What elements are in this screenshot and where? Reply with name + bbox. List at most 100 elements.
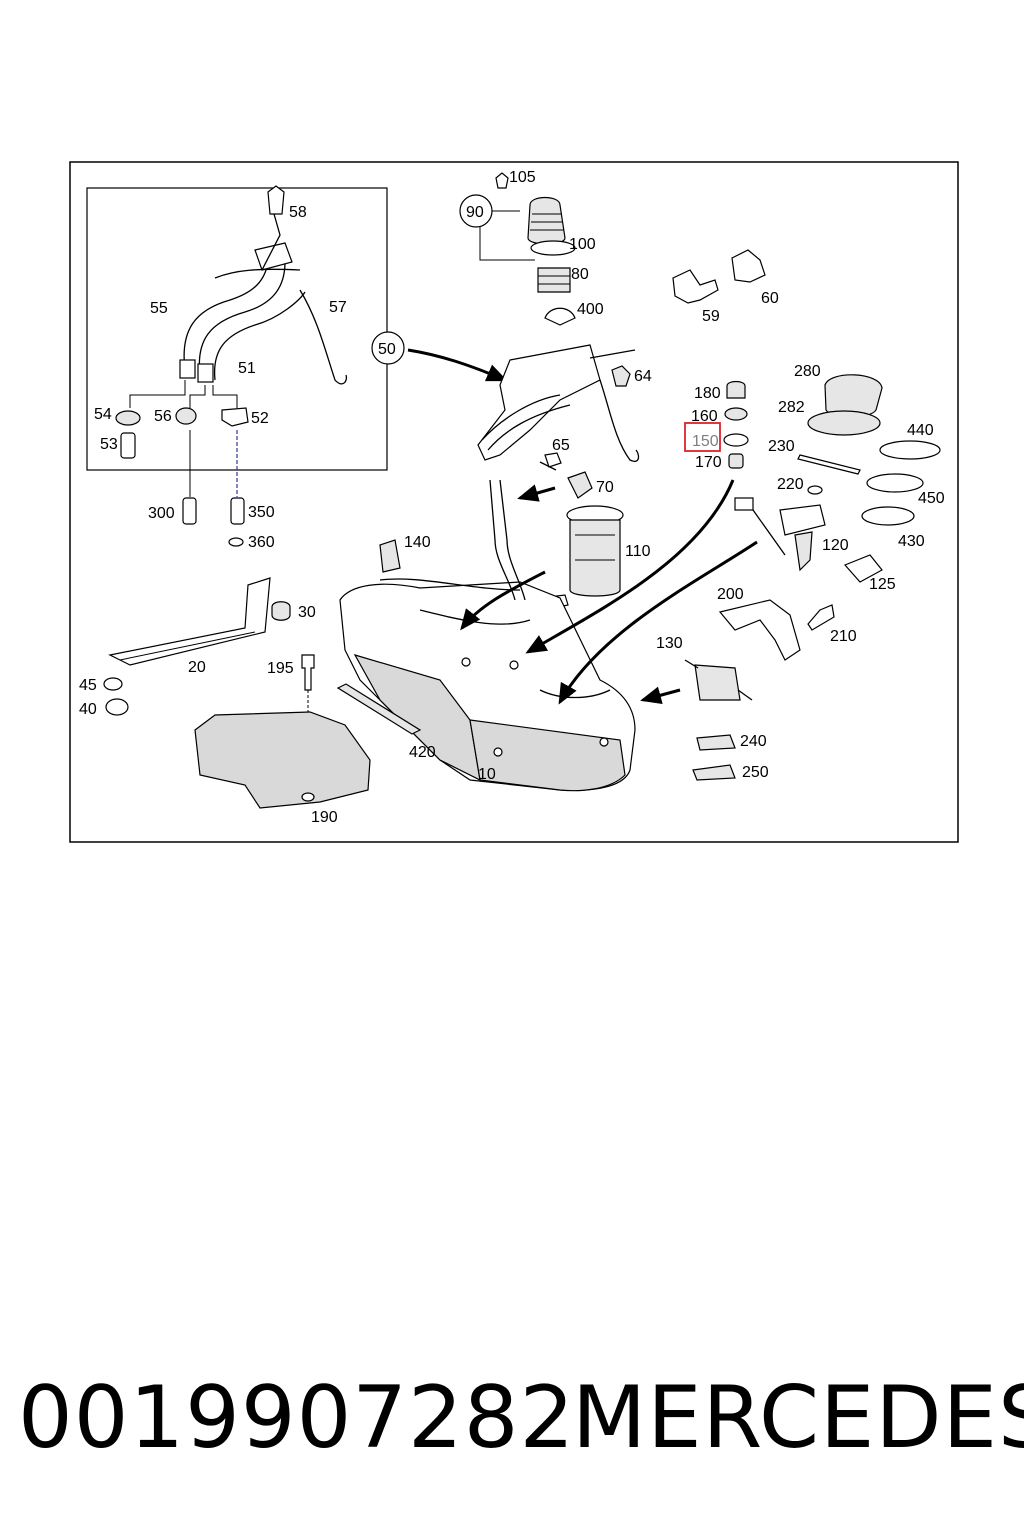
label-130: 130 <box>656 635 683 652</box>
ring-430 <box>861 506 915 526</box>
label-400: 400 <box>577 301 604 318</box>
filler-neck-hoses <box>179 185 348 385</box>
label-195: 195 <box>267 660 294 677</box>
label-64: 64 <box>634 368 652 385</box>
label-80: 80 <box>571 266 589 283</box>
label-10: 10 <box>478 766 496 783</box>
callout-circle-50 <box>371 331 405 365</box>
arrow-170-into-tank <box>525 479 735 654</box>
clamp-52 <box>221 407 249 427</box>
label-440: 440 <box>907 422 934 439</box>
filler-neck-assembly <box>477 344 640 471</box>
clamp-54 <box>115 410 141 426</box>
label-65: 65 <box>552 437 570 454</box>
ring-440 <box>879 440 941 460</box>
sleeve-300 <box>182 497 197 525</box>
inset-frame <box>86 187 388 471</box>
label-110: 110 <box>625 543 651 560</box>
label-190: 190 <box>311 809 338 826</box>
arrow-70 <box>517 484 556 502</box>
sleeve-350 <box>230 497 245 525</box>
label-105: 105 <box>509 169 536 186</box>
label-430: 430 <box>898 533 925 550</box>
label-54: 54 <box>94 406 112 423</box>
label-282: 282 <box>778 399 805 416</box>
label-30: 30 <box>298 604 316 621</box>
label-280: 280 <box>794 363 821 380</box>
strap-20 <box>108 577 271 666</box>
part-labels: 58 55 57 51 50 54 56 52 53 300 350 360 1… <box>79 169 945 826</box>
label-200: 200 <box>717 586 744 603</box>
seal-282 <box>807 410 881 436</box>
inset-small-parts <box>115 380 249 497</box>
label-150-highlighted: 150 <box>692 433 719 450</box>
label-250: 250 <box>742 764 769 781</box>
heat-shield-190 <box>194 711 371 809</box>
filter-130 <box>684 659 753 701</box>
nut-30 <box>271 601 291 621</box>
clip-59 <box>672 269 719 304</box>
callout-arrow-50 <box>407 348 508 382</box>
label-58: 58 <box>289 204 307 221</box>
sensor-125 <box>843 554 883 583</box>
ring-parts <box>797 374 941 526</box>
highlight-box-150 <box>684 422 721 452</box>
label-51: 51 <box>238 360 256 377</box>
label-170: 170 <box>695 454 722 471</box>
bumper-140 <box>379 539 401 573</box>
label-210: 210 <box>830 628 857 645</box>
filler-cap-parts <box>495 172 576 326</box>
label-350: 350 <box>248 504 275 521</box>
brand-text: MERCEDES <box>572 1368 1024 1468</box>
label-360: 360 <box>248 534 275 551</box>
label-160: 160 <box>691 408 718 425</box>
arrow-120-into-tank <box>558 540 758 705</box>
label-57: 57 <box>329 299 347 316</box>
label-120: 120 <box>822 537 849 554</box>
part-number-text: 0019907282 <box>18 1368 576 1468</box>
label-50: 50 <box>378 341 396 358</box>
gasket-230 <box>797 454 861 475</box>
diagram-frame <box>69 161 959 843</box>
label-220: 220 <box>777 476 804 493</box>
arrow-pump-into-tank <box>460 570 546 631</box>
ring-450 <box>866 473 924 493</box>
clip-240 <box>696 734 736 751</box>
exploded-parts-diagram: 58 55 57 51 50 54 56 52 53 300 350 360 1… <box>69 161 959 843</box>
label-300: 300 <box>148 505 175 522</box>
label-60: 60 <box>761 290 779 307</box>
sender-unit-120 <box>734 485 883 583</box>
bolt-210 <box>807 604 835 631</box>
clip-60 <box>731 249 766 283</box>
ring-360 <box>228 537 244 547</box>
label-180: 180 <box>694 385 721 402</box>
label-53: 53 <box>100 436 118 453</box>
strip-420 <box>336 683 422 735</box>
washer-45 <box>103 677 123 691</box>
label-90: 90 <box>466 204 484 221</box>
label-40: 40 <box>79 701 97 718</box>
label-240: 240 <box>740 733 767 750</box>
label-59: 59 <box>702 308 720 325</box>
label-230: 230 <box>768 438 795 455</box>
label-125: 125 <box>869 576 896 593</box>
nut-280 <box>824 374 883 418</box>
label-100: 100 <box>569 236 596 253</box>
label-70: 70 <box>596 479 614 496</box>
clamp-56 <box>175 407 197 425</box>
label-420: 420 <box>409 744 436 761</box>
label-52: 52 <box>251 410 269 427</box>
clip-250 <box>692 764 736 781</box>
label-55: 55 <box>150 300 168 317</box>
label-450: 450 <box>918 490 945 507</box>
bolt-195 <box>301 654 315 691</box>
bracket-200 <box>718 599 801 661</box>
label-45: 45 <box>79 677 97 694</box>
label-56: 56 <box>154 408 172 425</box>
label-20: 20 <box>188 659 206 676</box>
washer-40 <box>105 698 129 716</box>
label-140: 140 <box>404 534 431 551</box>
sleeve-53 <box>120 432 136 459</box>
mount-stack <box>723 380 749 469</box>
arrow-130-into-tank <box>640 686 681 704</box>
